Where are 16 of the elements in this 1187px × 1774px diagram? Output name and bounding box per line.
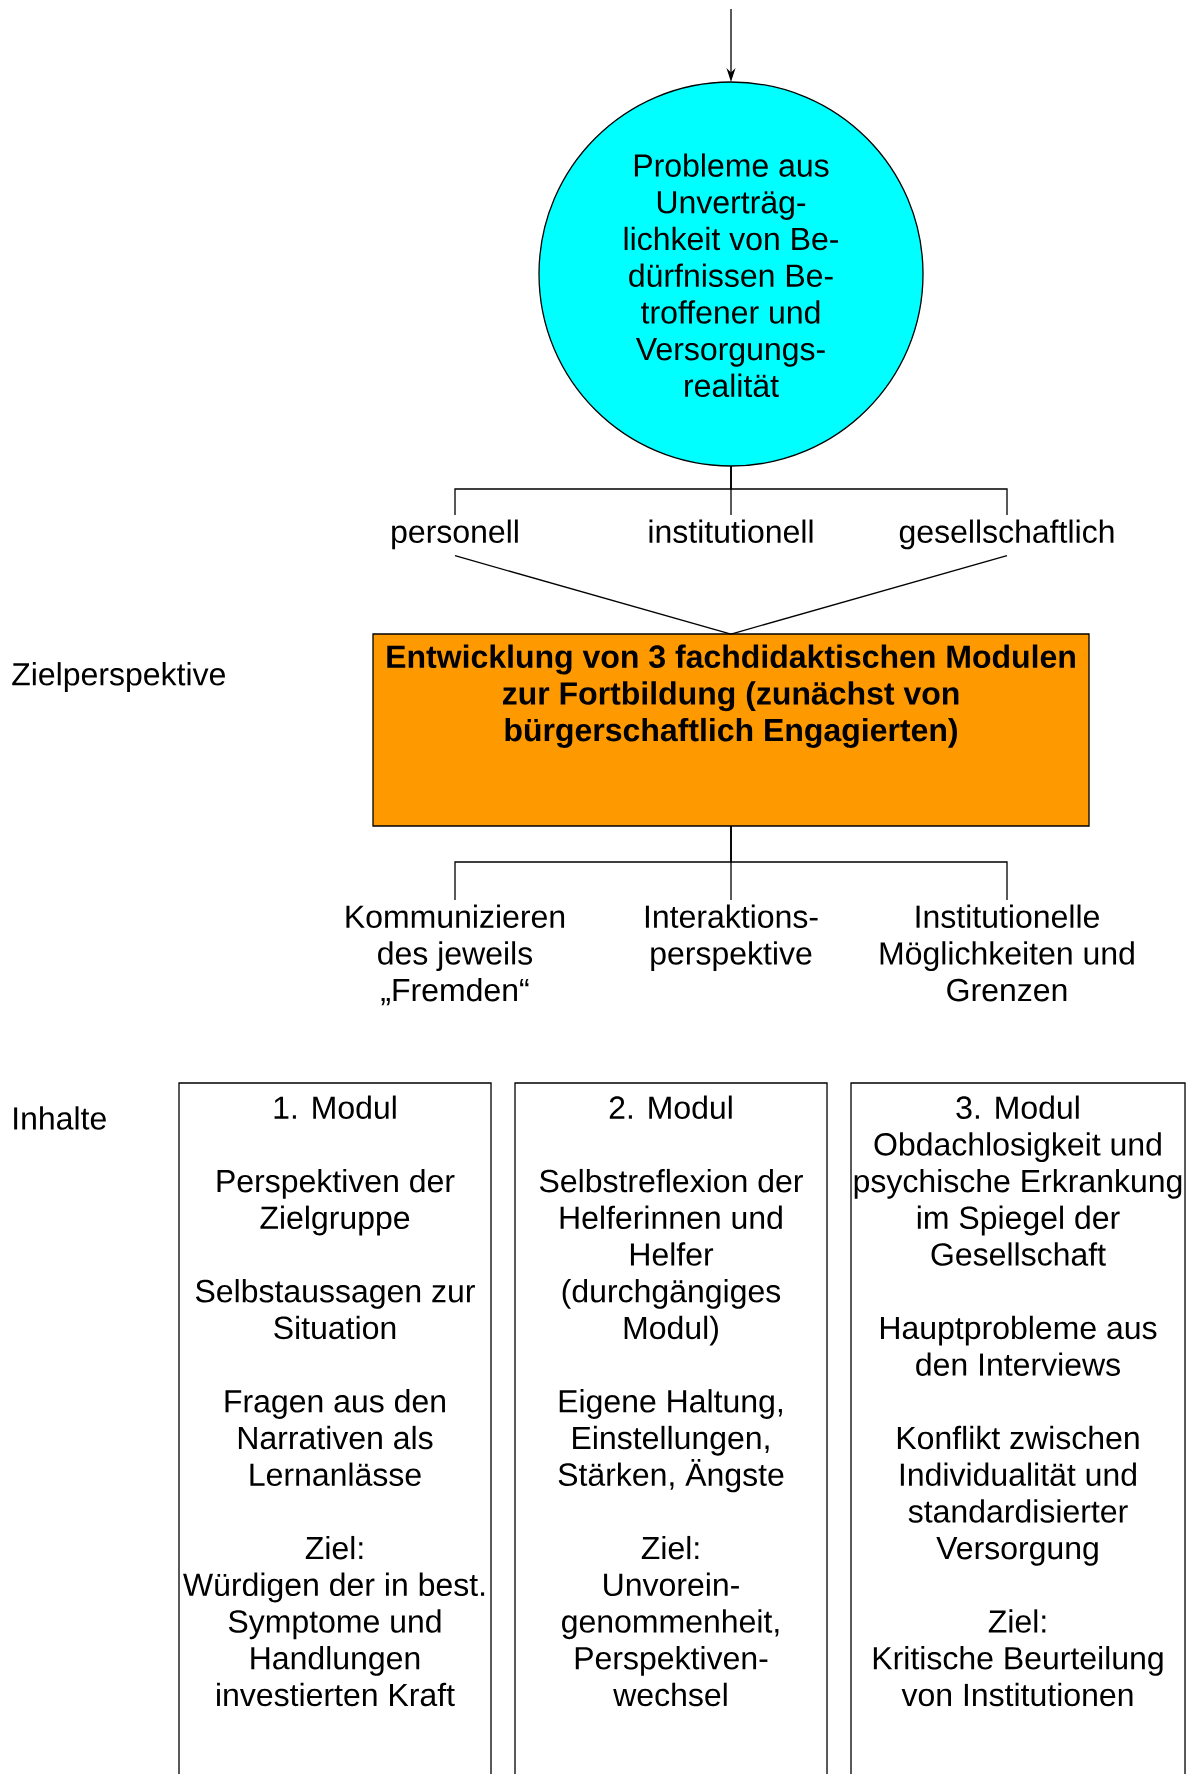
connector-line <box>454 555 732 635</box>
category-text: institutionell <box>649 519 813 543</box>
connector-line <box>730 825 1008 901</box>
module-box: 2. Modul Selbstreflexion der Helferinnen und Helfer (durchgängiges Modul) Eigene Haltung, Einstellungen, Stärken, Ängste Ziel: Unvorein- genommenheit, Perspektiven- wechsel <box>514 1082 828 1774</box>
module-box: 1. Modul Perspektiven der Zielgruppe Selbstaussagen zur Situation Fragen aus den Narrativen als Lernanlässe Ziel: Würdigen der in best. Symptome und Handlungen investierten Kraft <box>178 1082 492 1774</box>
category-text: Institutionelle Möglichkeiten und Grenzen <box>880 904 1134 1002</box>
module-box: 3. Modul Obdachlosigkeit und psychische Erkrankung im Spiegel der Gesellschaft Hauptprobleme aus den Interviews Konflikt zwischen Individualität und standardisierter Versorgung Ziel: Kritische Beurteilung von Institutionen <box>850 1082 1186 1774</box>
category-text: personell <box>392 519 518 550</box>
category-text: Interaktions- perspektive <box>645 904 818 972</box>
row-label: Inhalte <box>14 1106 106 1130</box>
category-text: Kommunizieren des jeweils „Fremden“ <box>346 904 565 1006</box>
row-label: Zielperspektive <box>12 662 225 692</box>
goal-box: Entwicklung von 3 fachdidaktischen Modulen zur Fortbildung (zunächst von bürgerschaftlich Engagierten) <box>372 633 1090 827</box>
connector-line <box>730 555 1008 635</box>
category-text: gesellschaftlich <box>899 519 1114 550</box>
connector-line <box>730 465 1008 516</box>
